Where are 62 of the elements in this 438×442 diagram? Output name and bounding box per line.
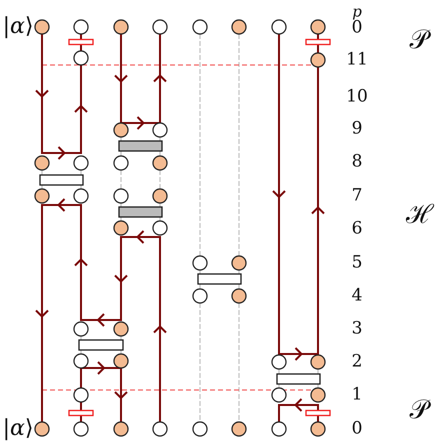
site-circle — [271, 421, 287, 437]
number-label: 6 — [352, 220, 362, 238]
site-circle — [192, 421, 208, 437]
number-label: 2 — [352, 354, 362, 370]
site-circle — [152, 122, 168, 138]
site-circle — [231, 19, 247, 35]
number-label: 4 — [352, 288, 362, 304]
site-circle — [231, 421, 247, 437]
site-circle — [310, 387, 326, 403]
site-circle — [152, 220, 168, 236]
site-circle — [73, 353, 89, 369]
site-circle — [271, 387, 287, 403]
site-circle — [192, 255, 208, 271]
site-circle — [73, 387, 89, 403]
site-circle — [73, 421, 89, 437]
site-circle — [310, 354, 326, 370]
site-circle — [34, 155, 50, 171]
number-label: 0 — [352, 20, 362, 36]
state-label: |α⟩ — [2, 16, 34, 38]
site-circle — [113, 321, 129, 337]
site-circle — [113, 353, 129, 369]
number-label: 3 — [352, 320, 362, 338]
number-label: 8 — [352, 154, 362, 170]
site-circle — [113, 421, 129, 437]
site-circle — [113, 122, 129, 138]
site-circle — [73, 19, 89, 35]
site-circle — [113, 188, 129, 204]
site-circle — [113, 155, 129, 171]
symbol-label: 𝒫 — [410, 27, 428, 53]
site-circle — [192, 288, 208, 304]
site-circle — [310, 52, 326, 68]
site-circle — [113, 19, 129, 35]
number-label: 7 — [352, 188, 362, 204]
axis-label: p — [352, 4, 362, 20]
site-circle — [152, 19, 168, 35]
number-label: 5 — [352, 254, 362, 272]
number-label: 10 — [346, 88, 368, 106]
number-label: 9 — [352, 120, 362, 138]
site-circle — [192, 19, 208, 35]
site-circle — [73, 50, 89, 66]
site-circle — [310, 421, 326, 437]
site-circle — [73, 188, 89, 204]
site-circle — [34, 421, 50, 437]
number-label: 1 — [352, 386, 362, 404]
site-circle — [271, 354, 287, 370]
site-circle — [113, 220, 129, 236]
site-circle — [310, 19, 326, 35]
site-circle — [34, 188, 50, 204]
symbol-label: ℋ — [406, 202, 434, 228]
site-circle — [73, 155, 89, 171]
site-circle — [152, 421, 168, 437]
state-label: |α⟩ — [2, 418, 34, 440]
number-label: 0 — [352, 420, 362, 438]
site-circle — [231, 255, 247, 271]
site-circle — [152, 155, 168, 171]
site-circle — [271, 19, 287, 35]
site-circle — [152, 188, 168, 204]
symbol-label: 𝒫 — [410, 397, 428, 423]
site-circle — [231, 288, 247, 304]
number-label: 11 — [346, 52, 368, 68]
site-circle — [34, 19, 50, 35]
site-circle — [73, 321, 89, 337]
